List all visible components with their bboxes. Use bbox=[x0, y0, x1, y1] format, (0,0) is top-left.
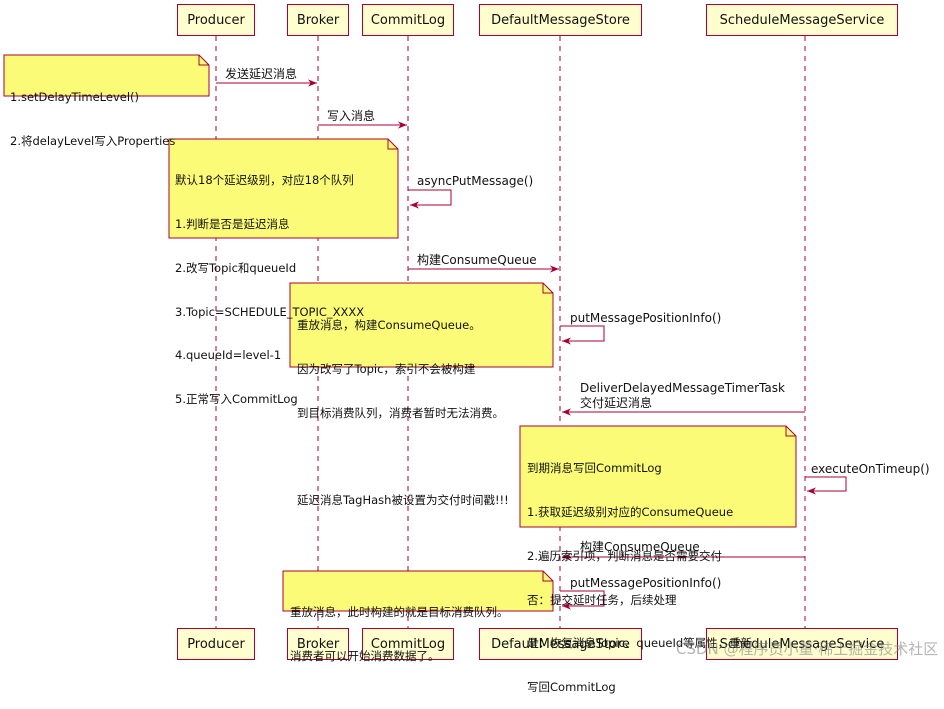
arrow-m5 bbox=[560, 325, 605, 345]
note-5-line: 消费者可以开始消费数据了。 bbox=[290, 648, 440, 663]
note-5 bbox=[282, 570, 554, 612]
arrow-m9 bbox=[560, 590, 605, 610]
participant-producer-top: Producer bbox=[177, 4, 255, 36]
participant-commitlog-bottom: CommitLog bbox=[362, 628, 454, 660]
note-3-line bbox=[297, 450, 509, 465]
note-3-line: 到目标消费队列，消费者暂时无法消费。 bbox=[297, 405, 504, 420]
note-1 bbox=[3, 54, 210, 97]
note-3-line: 因为改写了Topic，索引不会被构建 bbox=[297, 361, 476, 376]
note-1-line: 1.setDelayTimeLevel() bbox=[10, 90, 139, 105]
participant-broker-bottom: Broker bbox=[287, 628, 349, 660]
watermark: CSDN @程序员小董·稀土掘金技术社区 bbox=[676, 640, 939, 658]
message-arrows bbox=[216, 79, 847, 610]
note-4-fold bbox=[785, 426, 796, 437]
note-5-text: 重放消息，此时构建的就是目标消费队列。 消费者可以开始消费数据了。 bbox=[290, 576, 509, 678]
note-2 bbox=[168, 138, 399, 239]
notes bbox=[3, 54, 797, 612]
lifelines bbox=[215, 36, 806, 628]
message-label-m1: 发送延迟消息 bbox=[225, 67, 298, 81]
note-3 bbox=[289, 282, 554, 368]
message-label-m7: executeOnTimeup() bbox=[811, 462, 930, 476]
participant-broker-top: Broker bbox=[287, 4, 349, 36]
note-2-text: 默认18个延迟级别，对应18个队列 1.判断是否是延迟消息 2.改写Topic和… bbox=[175, 144, 364, 421]
participant-defaultmessagestore-top: DefaultMessageStore bbox=[479, 4, 642, 36]
note-4-line: 否：提交延时任务，后续处理 bbox=[527, 592, 677, 607]
note-4-line: 到期消息写回CommitLog bbox=[527, 461, 662, 476]
message-label-m9: putMessagePositionInfo() bbox=[570, 576, 722, 590]
note-2-line: 默认18个延迟级别，对应18个队列 bbox=[175, 173, 354, 188]
note-5-fold bbox=[542, 571, 553, 582]
participant-schedulemessageservice-top: ScheduleMessageService bbox=[706, 4, 898, 36]
note-3-line: 重放消息，构建ConsumeQueue。 bbox=[297, 318, 481, 333]
message-label-m3: asyncPutMessage() bbox=[417, 174, 534, 188]
note-5-line: 重放消息，此时构建的就是目标消费队列。 bbox=[290, 605, 509, 620]
note-2-line: 5.正常写入CommitLog bbox=[175, 392, 298, 407]
participant-commitlog-top: CommitLog bbox=[362, 4, 454, 36]
note-4-line: 写回CommitLog bbox=[527, 680, 616, 695]
note-3-line: 延迟消息TagHash被设置为交付时间戳!!! bbox=[297, 493, 509, 508]
note-4-text: 到期消息写回CommitLog 1.获取延迟级别对应的ConsumeQueue … bbox=[527, 432, 752, 709]
participant-defaultmessagestore-bottom: DefaultMessageStore bbox=[479, 628, 642, 660]
arrow-m3 bbox=[408, 189, 452, 209]
note-1-text: 1.setDelayTimeLevel() 2.将delayLevel写入Pro… bbox=[10, 61, 175, 163]
message-label-m2: 写入消息 bbox=[327, 109, 376, 123]
note-1-line: 2.将delayLevel写入Properties bbox=[10, 133, 176, 148]
message-label-m6-line2: 交付延迟消息 bbox=[580, 396, 653, 410]
note-1-fold bbox=[198, 55, 209, 66]
message-label-m4: 构建ConsumeQueue bbox=[417, 253, 537, 267]
sequence-diagram bbox=[3, 36, 847, 628]
note-3-fold bbox=[542, 283, 553, 294]
message-label-m6-line1: DeliverDelayedMessageTimerTask bbox=[580, 381, 785, 395]
note-4 bbox=[519, 425, 797, 528]
note-2-fold bbox=[387, 139, 398, 150]
note-4-line: 是：恢复消息Topic、queueId等属性，重新 bbox=[527, 636, 753, 651]
note-2-line: 3.Topic=SCHEDULE_TOPIC_XXXX bbox=[175, 304, 365, 319]
message-label-m5: putMessagePositionInfo() bbox=[570, 311, 722, 325]
note-4-line: 1.获取延迟级别对应的ConsumeQueue bbox=[527, 504, 734, 519]
note-3-text: 重放消息，构建ConsumeQueue。 因为改写了Topic，索引不会被构建 … bbox=[297, 289, 509, 523]
participant-producer-bottom: Producer bbox=[177, 628, 255, 660]
arrow-m7 bbox=[805, 476, 847, 495]
participant-schedulemessageservice-bottom: ScheduleMessageService bbox=[706, 628, 898, 660]
note-2-line: 2.改写Topic和queueId bbox=[175, 260, 297, 275]
note-2-line: 4.queueId=level-1 bbox=[175, 348, 282, 363]
note-2-line: 1.判断是否是延迟消息 bbox=[175, 216, 290, 231]
note-4-line: 2.遍历索引项，判断消息是否需要交付 bbox=[527, 548, 722, 563]
message-label-m8: 构建ConsumeQueue bbox=[580, 540, 700, 554]
